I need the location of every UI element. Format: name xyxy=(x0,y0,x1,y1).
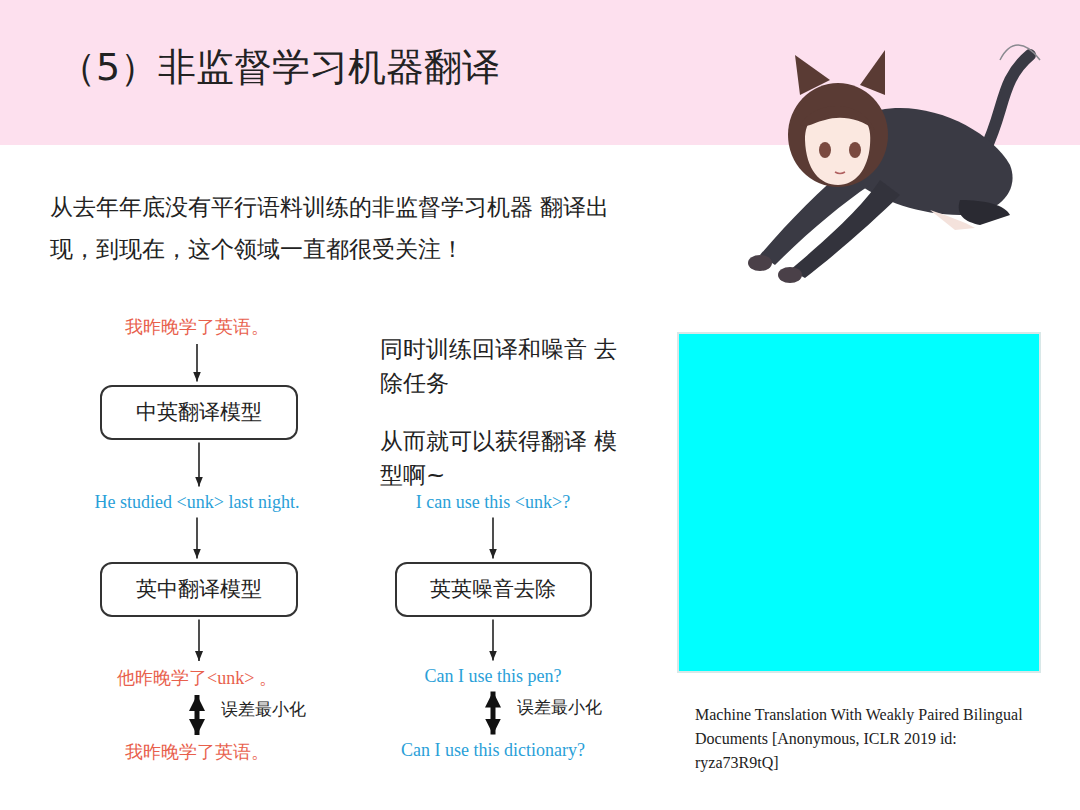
flow-arrow xyxy=(198,620,200,662)
cat-girl-illustration xyxy=(748,45,1040,283)
sentence-text: 我昨晚学了英语。 xyxy=(125,315,269,339)
flow-arrow xyxy=(196,518,198,559)
edge-label: 误差最小化 xyxy=(219,698,308,721)
sentence-text: He studied <unk> last night. xyxy=(95,492,300,513)
leg-skin xyxy=(930,210,975,230)
sentence-node: 他昨晚学了<unk> 。 xyxy=(113,664,281,692)
sentence-node: He studied <unk> last night. xyxy=(91,490,304,515)
motion-line xyxy=(1000,45,1040,60)
paw xyxy=(778,267,802,283)
mouth xyxy=(835,172,845,174)
sentence-node: I can use this <unk>? xyxy=(412,490,574,515)
sentence-text: Can I use this dictionary? xyxy=(401,740,585,761)
process-box: 英中翻译模型 xyxy=(100,562,298,617)
box-label: 英英噪音去除 xyxy=(430,575,556,603)
double-arrow xyxy=(195,695,200,735)
process-box: 英英噪音去除 xyxy=(395,562,592,617)
note-text: 从而就可以获得翻译 模型啊~ xyxy=(380,424,625,492)
sentence-text: 我昨晚学了英语。 xyxy=(125,740,269,764)
sentence-text: Can I use this pen? xyxy=(425,666,562,687)
sentence-text: 他昨晚学了<unk> 。 xyxy=(117,666,277,690)
cat-ear xyxy=(860,50,885,95)
process-box: 中英翻译模型 xyxy=(100,385,298,440)
box-label: 中英翻译模型 xyxy=(136,398,262,426)
sentence-node: Can I use this dictionary? xyxy=(397,738,589,763)
box-label: 英中翻译模型 xyxy=(136,575,262,603)
eye xyxy=(819,142,831,158)
sentence-node: 我昨晚学了英语。 xyxy=(121,738,273,766)
edge-label: 误差最小化 xyxy=(515,696,604,719)
tail xyxy=(985,55,1030,150)
flow-arrow xyxy=(198,443,200,487)
flow-arrow xyxy=(492,620,494,661)
bangs xyxy=(800,106,875,130)
intro-text: 从去年年底没有平行语料训练的非监督学习机器 翻译出现，到现在，这个领域一直都很受… xyxy=(50,186,610,270)
note-text: 同时训练回译和噪音 去除任务 xyxy=(380,332,625,400)
double-arrow xyxy=(491,692,496,735)
sentence-node: 我昨晚学了英语。 xyxy=(121,313,273,341)
arm-right xyxy=(790,180,900,278)
paper-figure xyxy=(678,333,1040,672)
hair xyxy=(788,83,888,187)
eye xyxy=(849,142,861,158)
slide-title: （5）非监督学习机器翻译 xyxy=(58,42,500,93)
figure-caption: Machine Translation With Weakly Paired B… xyxy=(695,703,1040,775)
sentence-text: I can use this <unk>? xyxy=(416,492,570,513)
paw xyxy=(748,255,772,271)
flow-arrow xyxy=(492,518,494,559)
leg xyxy=(959,200,1010,225)
flow-arrow xyxy=(196,344,198,382)
sentence-node: Can I use this pen? xyxy=(421,664,566,689)
